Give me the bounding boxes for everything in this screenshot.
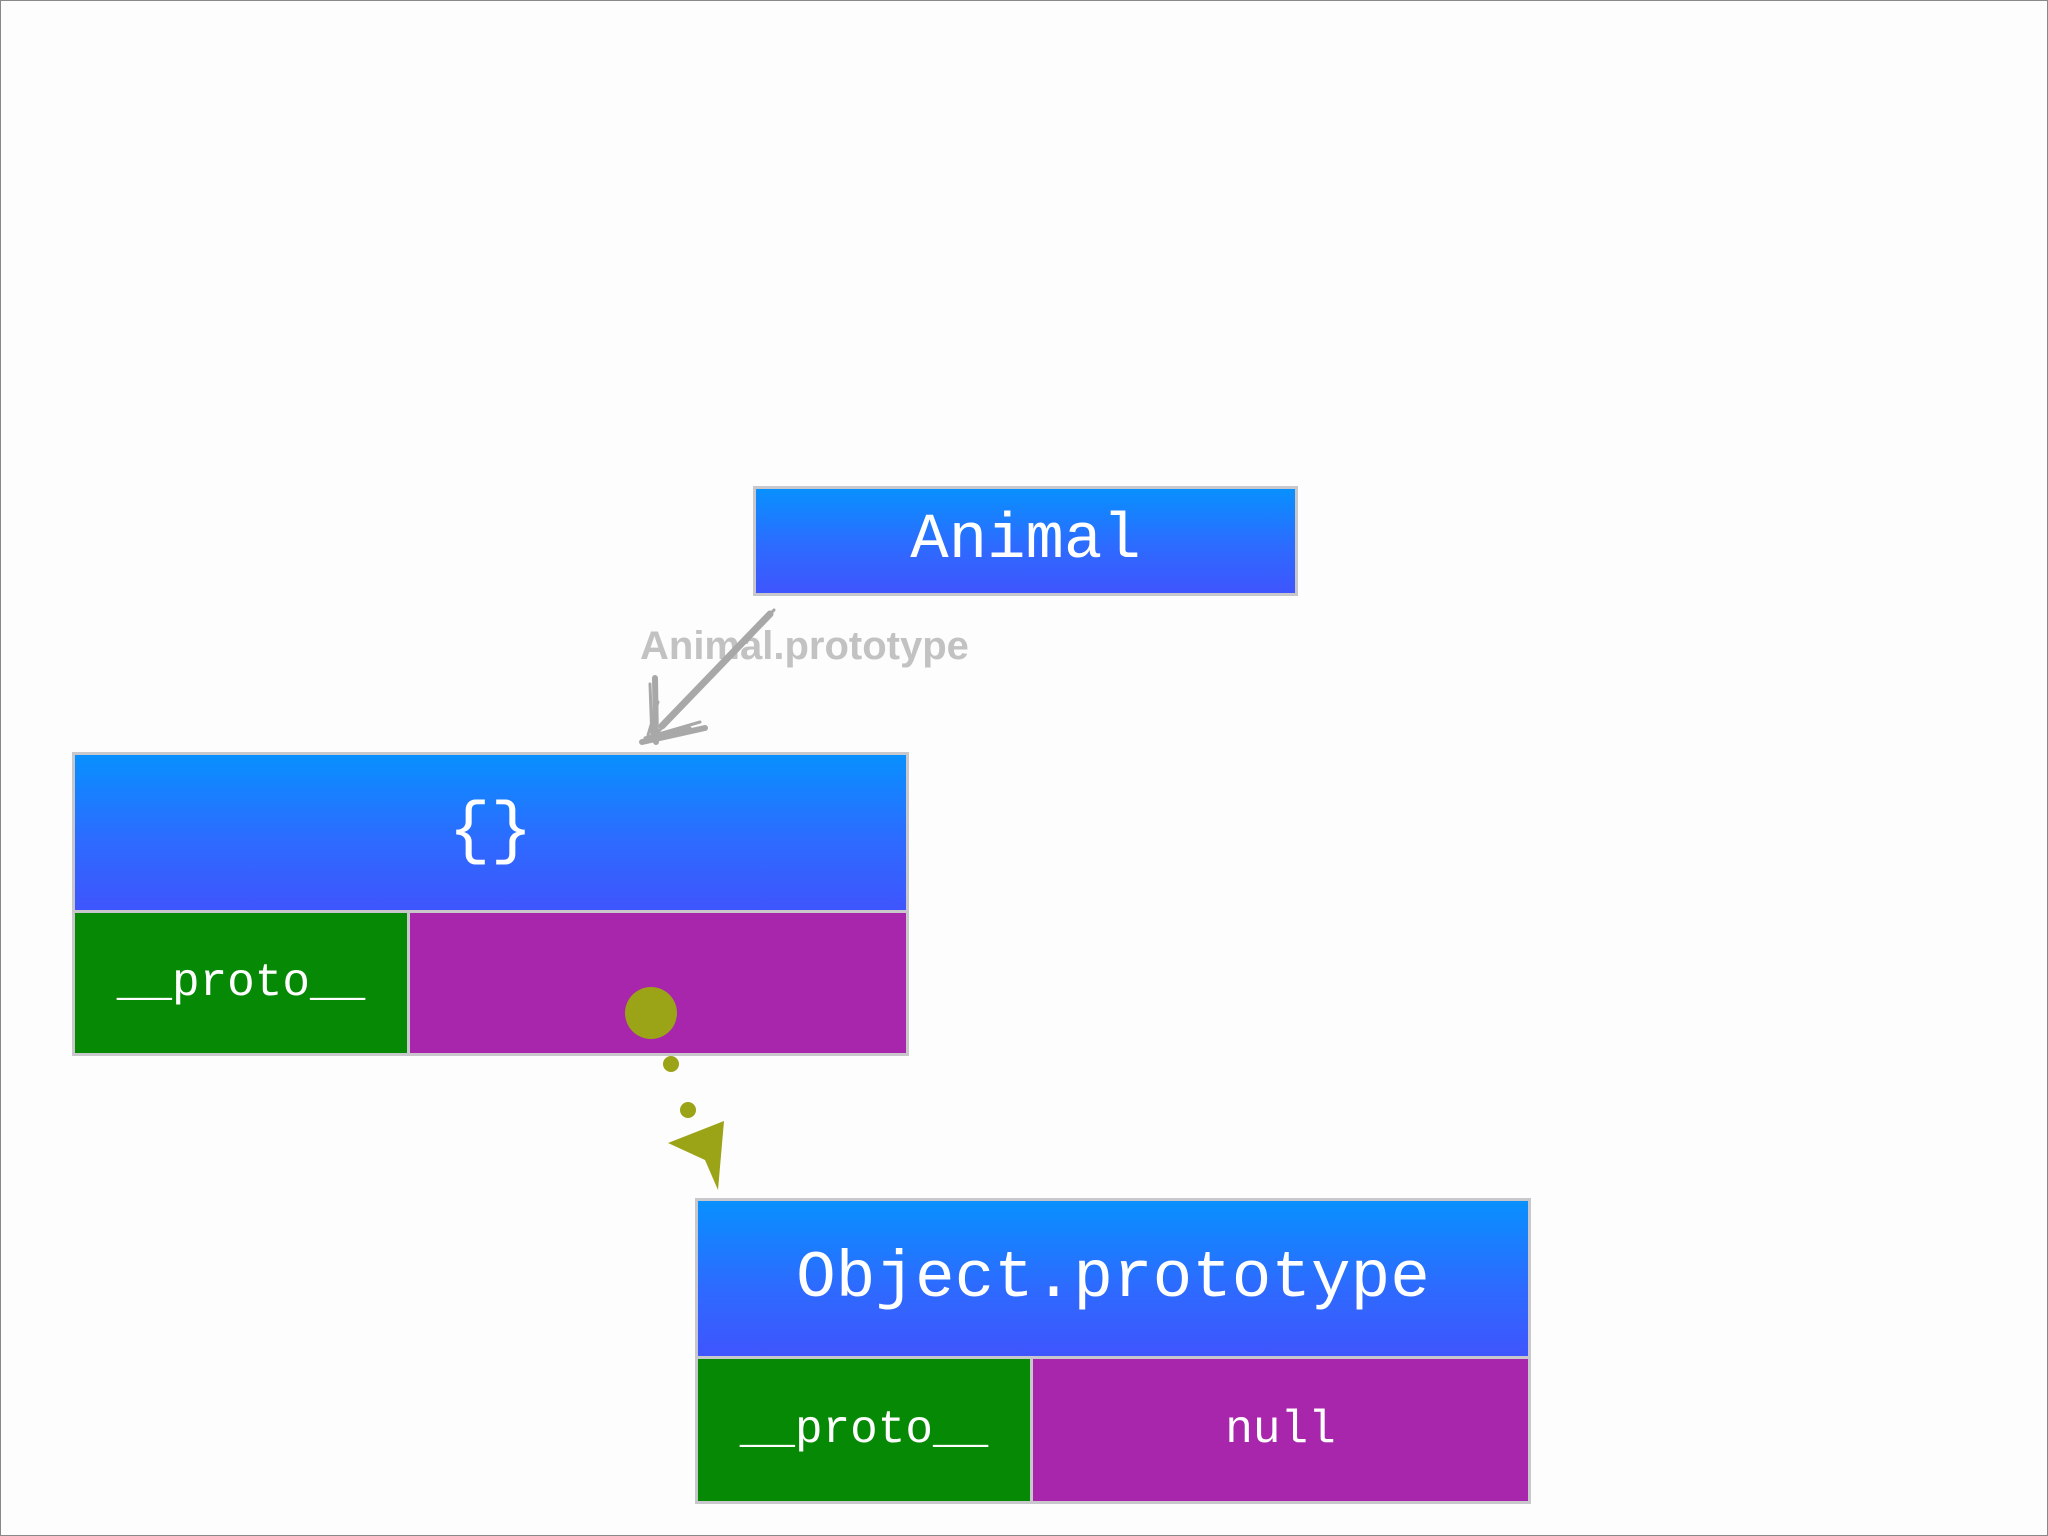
animal-constructor-label: Animal <box>910 505 1141 577</box>
empty-object-label: {} <box>448 793 533 872</box>
empty-object-proto-key-cell: __proto__ <box>72 910 410 1056</box>
object-prototype-proto-key-label: __proto__ <box>739 1404 989 1456</box>
object-prototype-label: Object.prototype <box>796 1241 1430 1316</box>
empty-object-box: {} <box>72 752 909 913</box>
object-prototype-proto-value-label: null <box>1225 1404 1336 1456</box>
animal-constructor-box: Animal <box>753 486 1298 596</box>
object-prototype-proto-key-cell: __proto__ <box>695 1356 1033 1504</box>
empty-object-proto-value-cell <box>407 910 909 1056</box>
empty-object-proto-key-label: __proto__ <box>116 957 366 1009</box>
object-prototype-proto-value-cell: null <box>1030 1356 1531 1504</box>
object-prototype-box: Object.prototype <box>695 1198 1531 1359</box>
prototype-link-label: Animal.prototype <box>640 624 969 668</box>
